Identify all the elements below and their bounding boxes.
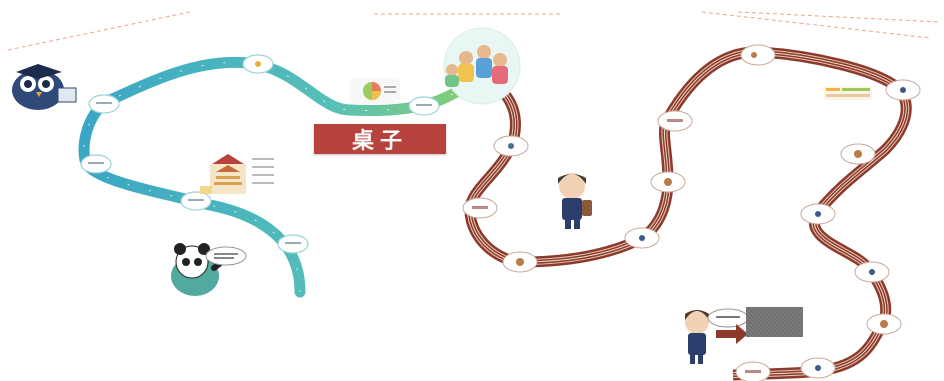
left-path-nodes [80, 54, 440, 254]
ppt-slide-card [824, 86, 872, 100]
track-node-7 [740, 44, 776, 66]
gray-image-card [746, 307, 803, 337]
boy-student-standing [558, 173, 592, 229]
track-node-9 [840, 143, 876, 165]
left-node-6 [408, 96, 440, 116]
track-node-11 [854, 261, 890, 283]
left-node-2 [88, 94, 120, 114]
track-node-5 [650, 171, 686, 193]
track-node-13 [800, 357, 836, 379]
left-node-5 [277, 234, 309, 254]
track-node-10 [800, 203, 836, 225]
track-node-6 [657, 110, 693, 132]
left-node-4 [180, 191, 212, 211]
track-node-3 [502, 251, 538, 273]
track-node-4 [624, 227, 660, 249]
track-node-14 [735, 361, 771, 381]
track-node-2 [462, 197, 498, 219]
group-people-circle [443, 27, 521, 105]
dashed-border [7, 11, 941, 51]
track-node-8 [885, 79, 921, 101]
track-node-12 [866, 313, 902, 335]
track-nodes [462, 44, 921, 381]
left-node-1 [242, 54, 274, 74]
boy-student-speaking [685, 308, 749, 364]
title-label: 桌子 [314, 124, 446, 154]
pie-chart-card [350, 78, 400, 104]
track-node-1 [493, 135, 529, 157]
owl-graduate-figure [12, 64, 77, 110]
chinese-building-stack [200, 154, 274, 194]
panda-pointing-figure [171, 243, 247, 296]
left-node-3 [80, 154, 112, 174]
